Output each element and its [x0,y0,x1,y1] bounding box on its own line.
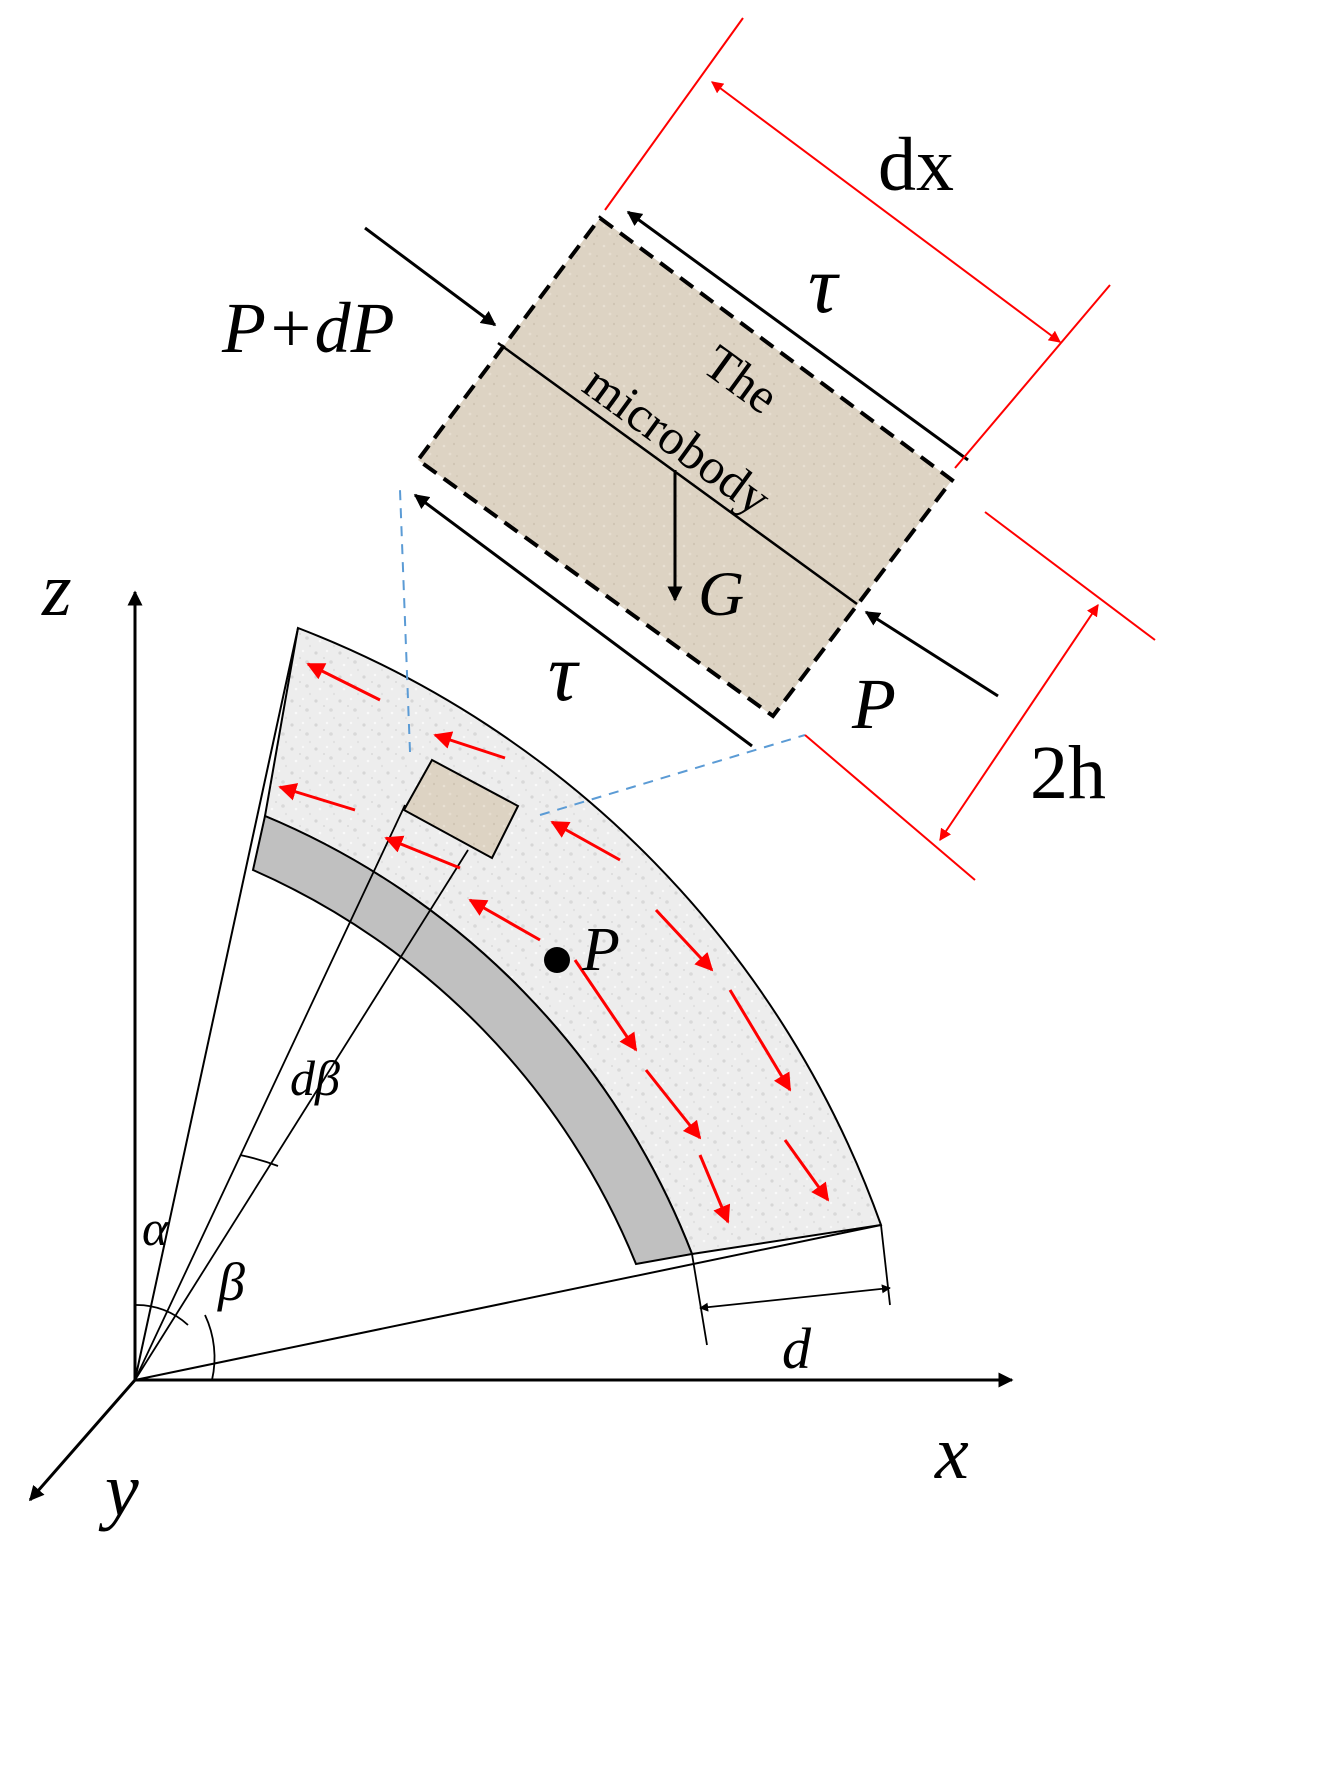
flow-arrow [468,898,541,942]
flow-arrow [306,662,381,702]
flow-arrow [728,989,792,1092]
axis-z-label: z [41,548,72,632]
labels: dx τ τ P+dP P The microbody G 2h z x y α… [41,123,1106,1532]
red-dimensions [604,17,1156,881]
thickness-dimension-line [699,1284,891,1312]
two-h-dimension-line [939,604,1099,841]
axis-y-label: y [98,1448,139,1532]
section-sector [134,626,883,1381]
beta-label: β [217,1252,245,1312]
point-p-dot [544,947,570,973]
dx-dimension-line [711,81,1061,343]
flow-arrow [698,1154,731,1224]
shear-arrow-bottom [413,493,753,748]
beta-arc [204,1314,216,1381]
y-axis [28,1379,137,1502]
tau-bottom-label: τ [548,627,580,718]
dx-label: dx [878,123,954,207]
d-beta-line-1 [134,804,406,1381]
microbody-centerline [497,341,858,606]
flow-arrow [654,908,714,972]
grout-ring [263,626,883,1256]
axis-x-label: x [934,1411,969,1495]
sector-edge-bottom [134,1224,882,1381]
flow-arrow [550,820,621,862]
d-beta-line-2 [134,849,469,1381]
flow-arrows [278,662,830,1224]
flow-arrow [644,1069,702,1140]
alpha-label: α [142,1200,170,1256]
pressure-arrow-left [364,226,497,327]
microbody-enlarged [364,210,999,748]
tau-top-label: τ [808,239,840,330]
two-h-label: 2h [1030,731,1106,815]
zoom-guides [399,489,806,816]
thickness-dimension [691,1224,891,1346]
thickness-d-label: d [782,1316,812,1381]
flow-arrow [783,1139,830,1202]
p-plus-dp-label: P+dP [221,288,395,368]
p-right-label: P [851,664,896,744]
d-beta-arc [239,1154,279,1167]
flow-arrow [384,835,461,870]
axes [28,590,1014,1502]
alpha-arc [134,1304,189,1326]
gravity-label: G [698,558,744,629]
flow-arrow [573,959,638,1052]
microbody-small [402,758,520,860]
sector-edge-left [134,627,299,1381]
flow-arrow [433,731,506,760]
d-beta-label: dβ [290,1050,340,1106]
point-p-label: P [581,916,620,984]
flow-arrow [278,783,356,812]
microbody-block [415,215,955,719]
